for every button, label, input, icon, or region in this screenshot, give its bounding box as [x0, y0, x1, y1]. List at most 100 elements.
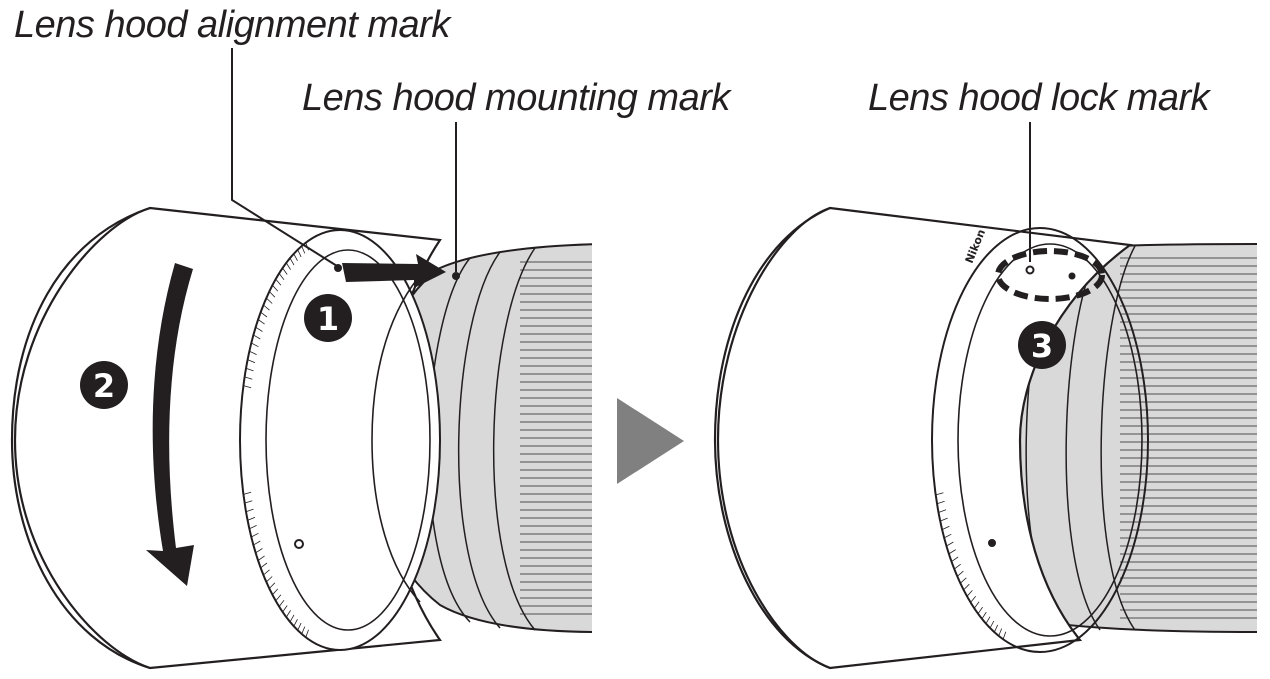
ring-knurl	[994, 624, 999, 633]
ring-knurl	[245, 508, 254, 513]
next-step-arrow	[617, 398, 684, 484]
ring-knurl	[244, 376, 253, 380]
right-hood-rim	[716, 206, 831, 670]
ring-knurl	[255, 326, 263, 332]
step3-badge: 3	[1018, 321, 1066, 369]
ring-knurl	[253, 334, 261, 340]
ring-knurl	[960, 577, 967, 584]
ring-knurl	[245, 367, 254, 372]
ring-knurl	[263, 569, 270, 576]
lock-mark-label: Lens hood lock mark	[868, 77, 1210, 119]
ring-knurl	[305, 629, 309, 638]
ring-knurl	[285, 610, 291, 618]
right-hood-ring-texture	[935, 492, 1007, 640]
left-hood-rim	[13, 206, 151, 670]
step2-badge: 2	[80, 361, 128, 409]
ring-knurl	[946, 541, 954, 547]
hood-lower-mark	[294, 539, 304, 549]
ring-knurl	[278, 273, 285, 280]
ring-knurl	[936, 500, 945, 505]
ring-knurl	[289, 257, 295, 266]
ring-knurl	[293, 619, 298, 627]
ring-knurl	[285, 262, 291, 270]
ring-knurl	[966, 590, 973, 597]
ring-knurl	[998, 628, 1003, 637]
ring-knurl	[293, 253, 298, 261]
ring-knurl	[970, 596, 977, 603]
ring-knurl	[272, 588, 279, 596]
step2-rotate-arrow	[146, 263, 194, 586]
left-hood-ring-outer	[239, 229, 441, 651]
left-illustration: 1 2	[10, 48, 592, 670]
right-lens-grip-ridges	[1120, 257, 1257, 619]
ring-knurl	[935, 492, 944, 496]
ring-knurl	[243, 385, 252, 389]
ring-knurl	[938, 509, 947, 513]
ring-knurl	[269, 291, 276, 298]
ring-knurl	[954, 563, 961, 570]
ring-knurl	[243, 491, 252, 495]
ring-knurl	[275, 278, 282, 286]
left-hood-ring-texture	[243, 242, 309, 638]
ring-knurl	[251, 342, 259, 348]
ring-knurl	[973, 601, 980, 609]
ring-knurl	[275, 594, 282, 602]
ring-knurl	[957, 570, 964, 577]
ring-knurl	[260, 562, 268, 569]
step2-number: 2	[93, 367, 115, 405]
ring-knurl	[249, 525, 257, 530]
ring-knurl	[247, 516, 256, 521]
ring-knurl	[260, 311, 268, 318]
step1-number: 1	[317, 300, 339, 338]
ring-knurl	[977, 606, 983, 614]
ring-knurl	[253, 540, 261, 546]
ring-knurl	[266, 576, 273, 583]
ring-knurl	[981, 611, 987, 620]
ring-knurl	[989, 620, 995, 629]
ring-knurl	[282, 267, 288, 275]
alignment-mark-label: Lens hood alignment mark	[14, 4, 450, 46]
ring-knurl	[1002, 631, 1007, 640]
step3-number: 3	[1031, 327, 1053, 365]
ring-knurl	[940, 517, 948, 522]
ring-knurl	[249, 350, 257, 355]
ring-knurl	[944, 533, 952, 539]
ring-knurl	[251, 532, 259, 538]
ring-knurl	[941, 525, 950, 530]
step1-arrow	[342, 254, 446, 288]
ring-knurl	[266, 297, 273, 304]
ring-knurl	[272, 284, 279, 292]
hood-lower-mark-right	[988, 539, 996, 547]
ring-knurl	[269, 582, 276, 589]
mounting-mark-dot	[452, 272, 460, 280]
ring-knurl	[297, 622, 302, 631]
lock-mark-highlight	[995, 248, 1105, 302]
ring-knurl	[278, 600, 285, 607]
step1-badge: 1	[304, 294, 352, 342]
ring-knurl	[247, 359, 256, 364]
ring-knurl	[297, 249, 302, 258]
lock-mark-dot	[1068, 272, 1076, 280]
ring-knurl	[301, 626, 306, 635]
ring-knurl	[985, 616, 991, 624]
alignment-mark-leader	[231, 48, 338, 267]
left-lens-grip-ridges	[520, 261, 592, 615]
right-hood-ring-outer	[931, 227, 1149, 653]
ring-knurl	[301, 245, 306, 254]
ring-knurl	[963, 583, 970, 591]
ring-knurl	[263, 304, 270, 311]
ring-knurl	[951, 556, 959, 562]
mounting-mark-label: Lens hood mounting mark	[302, 77, 730, 119]
ring-knurl	[257, 555, 265, 561]
right-hood-ring-inner	[957, 243, 1143, 637]
left-hood-ring-inner	[265, 249, 431, 631]
ring-knurl	[289, 614, 295, 623]
ring-knurl	[255, 548, 263, 554]
lock-mark-hollow	[1025, 265, 1035, 275]
ring-knurl	[257, 319, 265, 325]
ring-knurl	[948, 549, 956, 555]
ring-knurl	[282, 605, 288, 613]
ring-knurl	[244, 500, 253, 504]
